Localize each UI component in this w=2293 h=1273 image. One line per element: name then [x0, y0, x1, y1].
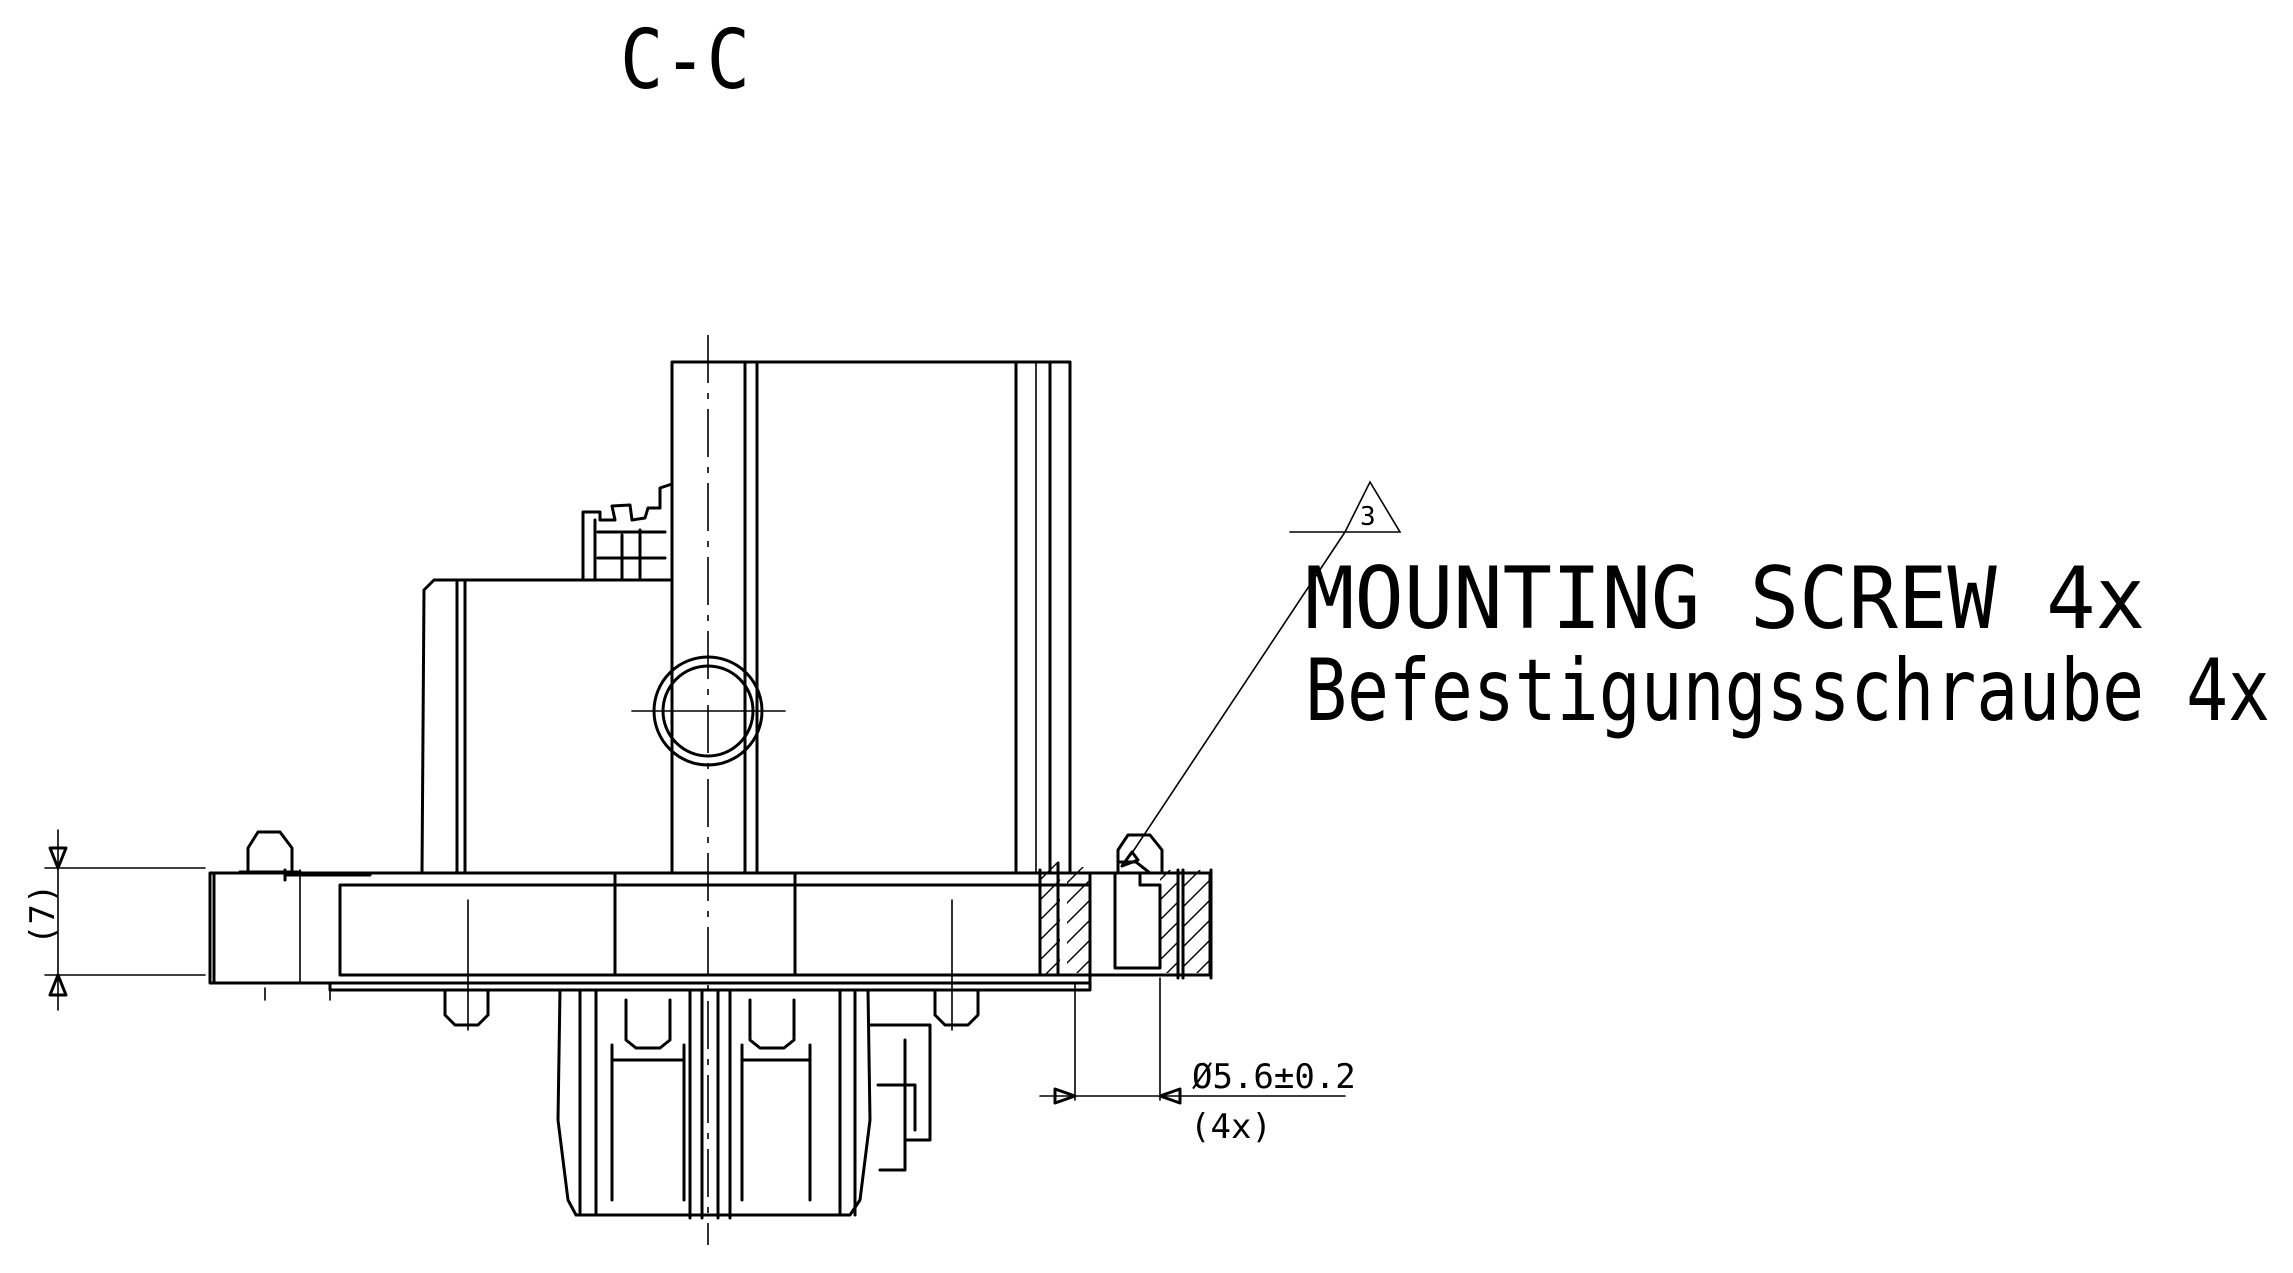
height-dimension: (7): [23, 829, 206, 1011]
revision-marker: 3: [1360, 502, 1376, 532]
height-dimension-label: (7): [23, 884, 63, 945]
flange: [208, 830, 1092, 1031]
hole-count-label: (4x): [1190, 1107, 1272, 1147]
hole-diameter-dimension: Ø5.6±0.2 (4x): [1039, 977, 1356, 1147]
housing-body: [420, 360, 1072, 875]
mounting-screw-callout: 3 MOUNTING SCREW 4x Befestigungsschraube…: [1120, 480, 2270, 868]
note-line-1: MOUNTING SCREW 4x: [1305, 549, 2145, 649]
screw-section: [1038, 833, 1213, 980]
revision-triangle-icon: [1343, 480, 1402, 533]
section-title: C-C: [620, 13, 750, 108]
bottom-pins: [443, 988, 980, 1027]
hole-diameter-label: Ø5.6±0.2: [1192, 1057, 1356, 1097]
note-line-2: Befestigungsschraube 4x: [1305, 641, 2270, 741]
connector-body: [556, 988, 932, 1220]
